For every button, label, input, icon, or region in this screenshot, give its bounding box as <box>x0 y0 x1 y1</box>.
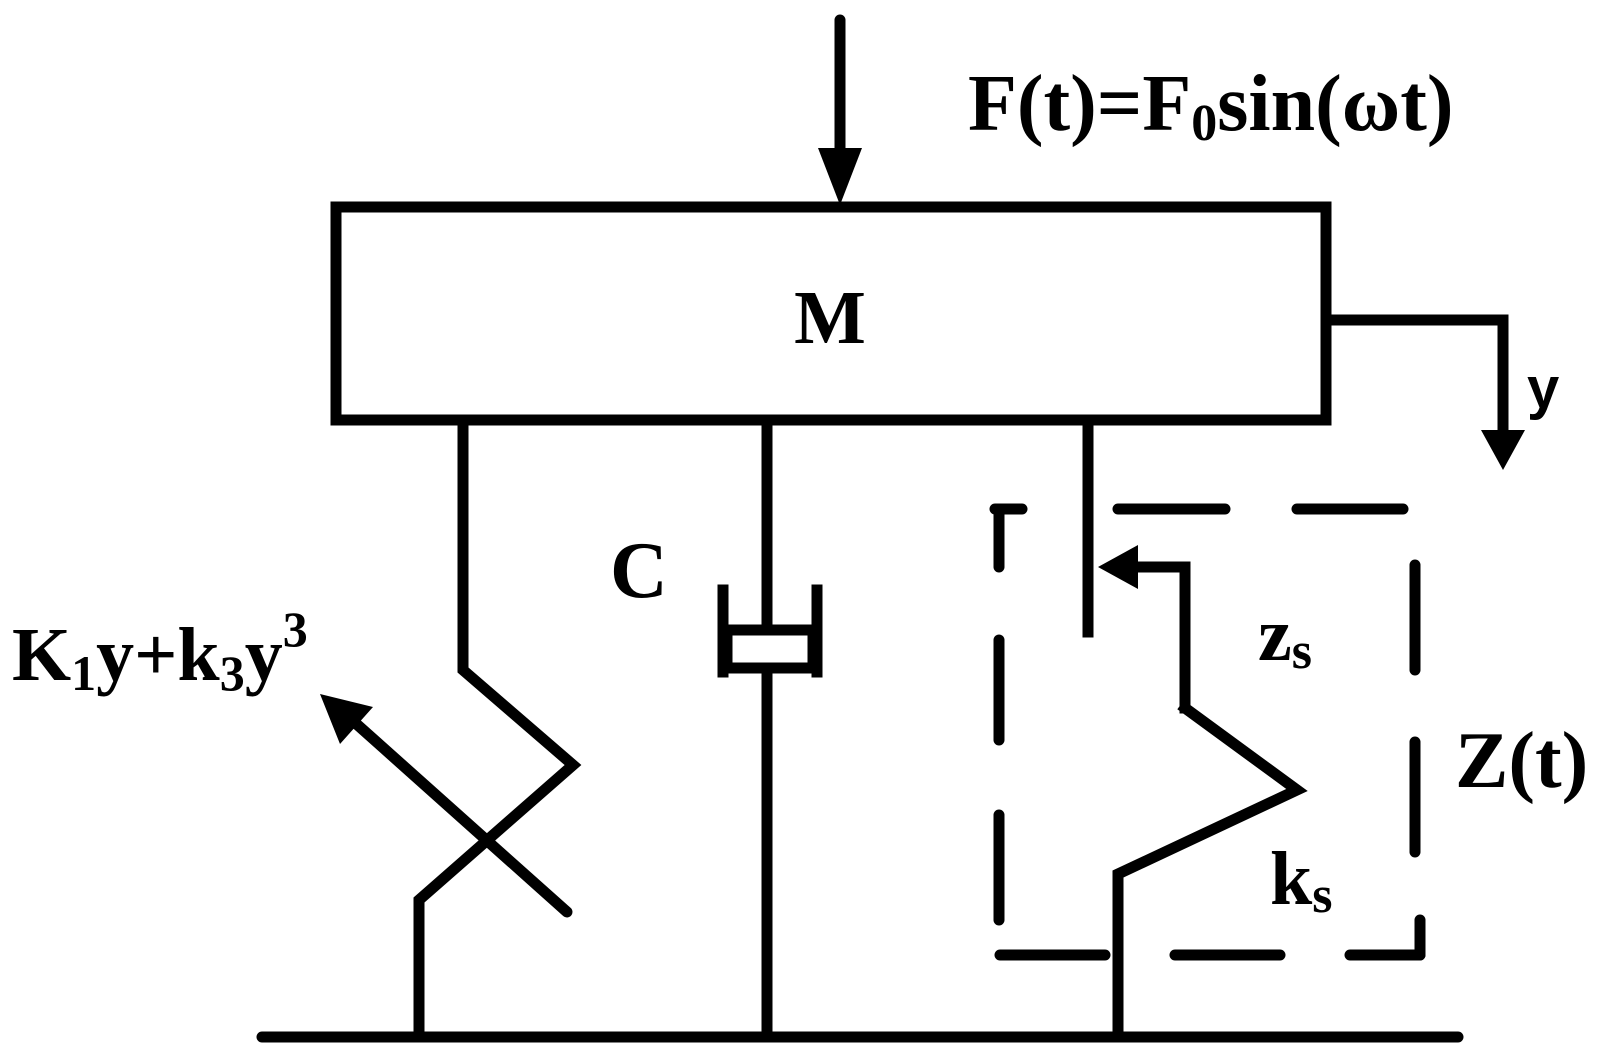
mass-label: M <box>794 276 866 360</box>
damper-label: C <box>610 527 668 615</box>
spring-stiffness-label: K1y+k3y3 <box>12 601 308 701</box>
displacement-arrow <box>1320 314 1525 470</box>
damper <box>717 414 823 1043</box>
displacement-label: y <box>1527 356 1559 421</box>
zs-arrow <box>1098 545 1191 714</box>
variable-stiffness-arrow <box>320 694 573 918</box>
nonlinear-spring <box>413 414 582 1043</box>
force-arrow <box>818 14 862 205</box>
subsystem-dashed-box <box>989 503 1426 961</box>
zt-label: Z(t) <box>1455 717 1588 805</box>
mass-block <box>330 201 1332 426</box>
zs-label: zs <box>1258 593 1312 680</box>
subsystem-spring <box>1112 700 1308 1043</box>
force-label: F(t)=F0sin(ωt) <box>968 60 1454 152</box>
ks-label: ks <box>1270 837 1333 924</box>
